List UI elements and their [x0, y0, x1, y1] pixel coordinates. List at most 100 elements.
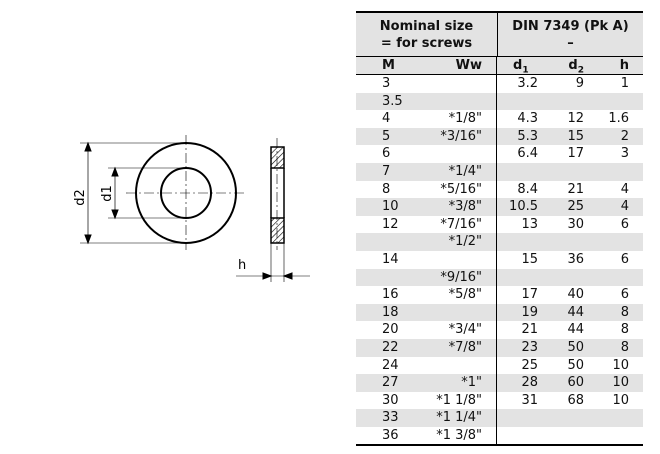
- cell-d1: 31: [521, 392, 538, 408]
- cell-h: [584, 427, 643, 445]
- cell-h: 8: [620, 322, 629, 338]
- cell-m: 27: [382, 375, 399, 391]
- cell-h: 8: [620, 304, 629, 320]
- cell-d1: 4.3: [517, 111, 538, 127]
- cell-h: [584, 93, 643, 111]
- cell-d1: [497, 233, 542, 251]
- table-row: 18 19 44 8: [356, 303, 643, 322]
- cell-d2: 21: [567, 181, 584, 197]
- cell-d2: [542, 409, 584, 427]
- cell-d2: 12: [567, 111, 584, 127]
- table-row: 24 25 50 10: [356, 356, 643, 375]
- cell-ww: *1/4": [448, 163, 482, 179]
- cell-d1: 5.3: [517, 128, 538, 144]
- cell-nominal: 16*5/8": [356, 286, 497, 304]
- cell-d1: 28: [521, 375, 538, 391]
- cell-m: 5: [382, 128, 391, 144]
- cell-nominal: 10*3/8": [356, 198, 497, 216]
- cell-d1: [497, 409, 542, 427]
- cell-nominal: 3: [356, 75, 497, 93]
- cell-nominal: 24: [356, 356, 497, 375]
- cell-nominal: 6: [356, 145, 497, 163]
- col-m: M: [382, 58, 395, 73]
- cell-d2: [542, 269, 584, 287]
- d2-label: d2: [72, 189, 88, 206]
- col-d1: d1: [513, 58, 529, 76]
- table-row: 30*1 1/8" 31 68 10: [356, 391, 643, 410]
- cell-m: 24: [382, 357, 399, 373]
- table-row: 5*3/16" 5.3 15 2: [356, 127, 643, 146]
- table-row: *9/16": [356, 268, 643, 287]
- washer-dimensions-table: Nominal size= for screws DIN 7349 (Pk A)…: [356, 11, 643, 447]
- table-row: 27*1" 28 60 10: [356, 374, 643, 392]
- table-row: *1/2": [356, 233, 643, 251]
- cell-ww: *5/8": [448, 287, 482, 303]
- cell-h: [584, 409, 643, 427]
- table-row: 3 3.2 9 1: [356, 75, 643, 93]
- cell-d1: 3.2: [517, 76, 538, 91]
- cell-d1: 6.4: [517, 146, 538, 162]
- cell-ww: *9/16": [440, 269, 482, 285]
- cell-m: 18: [382, 304, 399, 320]
- cell-m: 36: [382, 427, 399, 443]
- cell-h: 4: [620, 199, 629, 215]
- table-row: 10*3/8" 10.5 25 4: [356, 198, 643, 216]
- cell-h: 1: [620, 76, 629, 91]
- cell-h: 3: [620, 146, 629, 162]
- cell-ww: *3/16": [440, 128, 482, 144]
- cell-d1: 23: [521, 339, 538, 355]
- cell-h: 6: [620, 216, 629, 232]
- cell-m: 7: [382, 163, 391, 179]
- cell-d2: [542, 233, 584, 251]
- cell-d2: 68: [567, 392, 584, 408]
- table-row: 12*7/16" 13 30 6: [356, 215, 643, 234]
- table-row: 16*5/8" 17 40 6: [356, 286, 643, 304]
- cell-d2: 40: [567, 287, 584, 303]
- cell-h: [584, 233, 643, 251]
- cell-d2: 36: [567, 251, 584, 267]
- cell-nominal: *1/2": [356, 233, 497, 251]
- cell-m: 10: [382, 199, 399, 215]
- table-row: 6 6.4 17 3: [356, 145, 643, 163]
- cell-nominal: 20*3/4": [356, 321, 497, 339]
- cell-h: 6: [620, 287, 629, 303]
- cell-d2: 25: [567, 199, 584, 215]
- cell-m: 8: [382, 181, 391, 197]
- cell-d2: 15: [567, 128, 584, 144]
- table-row: 36*1 3/8": [356, 426, 643, 445]
- cell-m: 4: [382, 111, 391, 127]
- cell-d1: 25: [521, 357, 538, 373]
- cell-d2: 44: [567, 304, 584, 320]
- table-row: 22*7/8" 23 50 8: [356, 338, 643, 357]
- col-h: h: [619, 58, 629, 73]
- cell-d1: [497, 163, 542, 181]
- cell-h: 1.6: [608, 111, 629, 127]
- cell-m: 6: [382, 146, 391, 162]
- cell-d1: [497, 269, 542, 287]
- table-row: 14 15 36 6: [356, 250, 643, 269]
- cell-d1: [497, 93, 542, 111]
- header-dash: –: [567, 35, 574, 51]
- cell-d2: 50: [567, 357, 584, 373]
- cell-m: 14: [382, 251, 399, 267]
- cell-h: 10: [612, 392, 629, 408]
- cell-d2: 60: [567, 375, 584, 391]
- cell-ww: *3/4": [448, 322, 482, 338]
- cell-d2: [542, 93, 584, 111]
- cell-d2: 44: [567, 322, 584, 338]
- header-din: DIN 7349 (Pk A): [512, 18, 629, 34]
- cell-ww: *1/8": [448, 111, 482, 127]
- cell-m: 22: [382, 339, 399, 355]
- cell-m: 3.5: [382, 93, 403, 109]
- cell-d2: [542, 427, 584, 445]
- cell-h: [584, 163, 643, 181]
- cell-nominal: 4 *1/8": [356, 110, 497, 128]
- cell-h: 6: [620, 251, 629, 267]
- cell-nominal: 27*1": [356, 374, 497, 392]
- cell-nominal: 8*5/16": [356, 180, 497, 199]
- h-label: h: [238, 258, 247, 273]
- cell-d1: 19: [521, 304, 538, 320]
- cell-d2: 50: [567, 339, 584, 355]
- cell-d1: 13: [521, 216, 538, 232]
